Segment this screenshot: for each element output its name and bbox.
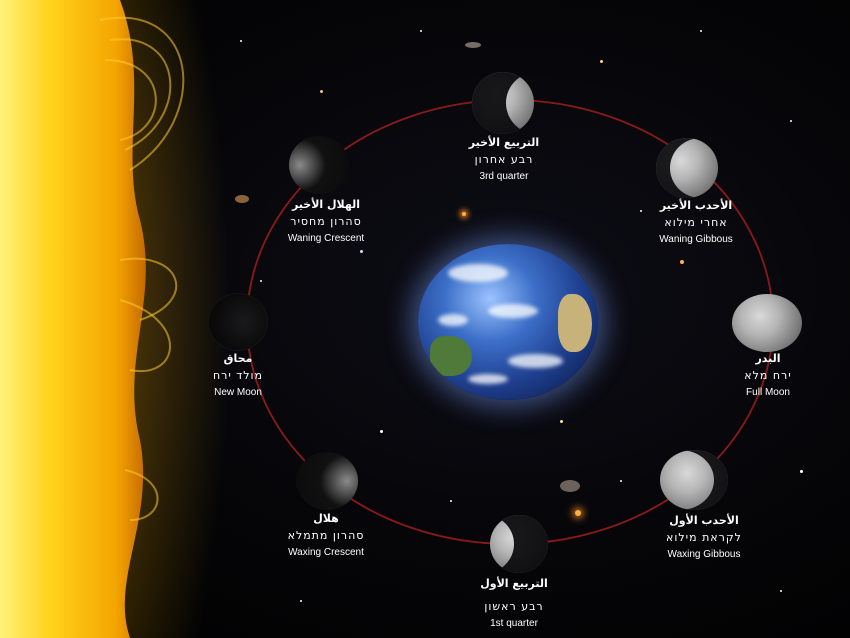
label-waning-crescent: الهلال الأخير סהרון מחסיר Waning Crescen…: [256, 196, 396, 247]
label-english: 3rd quarter: [479, 171, 529, 182]
moon-waning-gibbous: [656, 138, 718, 198]
label-hebrew: סהרון מתמלא: [287, 529, 365, 542]
moon-waning-crescent: [289, 136, 349, 194]
label-english: Full Moon: [746, 387, 790, 398]
label-waning-gibbous: الأحدب الأخير אחרי מילוא Waning Gibbous: [626, 197, 766, 248]
label-english: Waning Crescent: [287, 233, 365, 244]
label-arabic: هلال: [313, 512, 339, 525]
label-arabic: البدر: [755, 352, 781, 365]
label-waxing-crescent: هلال סהרון מתמלא Waxing Crescent: [256, 510, 396, 561]
cloud: [438, 314, 468, 326]
moon-new: [208, 293, 268, 351]
galaxy: [465, 42, 481, 48]
cloud: [508, 354, 563, 368]
label-arabic: الأحدب الأخير: [659, 199, 733, 212]
star: [700, 30, 702, 32]
moon-waxing-gibbous: [660, 450, 728, 510]
star: [462, 212, 466, 216]
star: [640, 210, 642, 212]
star: [260, 280, 262, 282]
label-hebrew: אחרי מילוא: [664, 216, 728, 229]
africa-landmass: [558, 294, 592, 352]
label-hebrew: ירח מלא: [744, 369, 792, 382]
label-arabic: محاق: [223, 352, 253, 365]
label-new-moon: محاق מולד ירח New Moon: [168, 350, 308, 401]
label-english: Waxing Gibbous: [667, 549, 741, 560]
label-waxing-gibbous: الأحدب الأول לקראת מילוא Waxing Gibbous: [634, 512, 774, 563]
galaxy: [235, 195, 249, 203]
label-hebrew: מולד ירח: [212, 369, 264, 382]
cloud: [468, 374, 508, 384]
label-arabic: الهلال الأخير: [291, 198, 361, 211]
moon-full: [732, 294, 802, 352]
moon-first-quarter: [490, 515, 548, 573]
label-english: Waxing Crescent: [288, 547, 364, 558]
star: [380, 430, 383, 433]
star: [320, 90, 323, 93]
moon-third-quarter: [472, 72, 534, 134]
star: [420, 30, 422, 32]
star: [450, 500, 452, 502]
star: [240, 40, 242, 42]
earth: [418, 244, 598, 400]
label-arabic: التربيع الأخير: [468, 136, 540, 149]
star: [575, 510, 581, 516]
star: [600, 60, 603, 63]
label-hebrew: רבע אחרון: [474, 153, 534, 166]
label-arabic: التربيع الأول: [480, 577, 548, 590]
cloud: [488, 304, 538, 318]
star: [560, 420, 563, 423]
americas-landmass: [430, 336, 472, 376]
star: [620, 480, 622, 482]
label-arabic: الأحدب الأول: [669, 514, 739, 527]
label-english: New Moon: [214, 387, 262, 398]
label-full-moon: البدر ירח מלא Full Moon: [698, 350, 838, 401]
label-hebrew: סהרון מחסיר: [290, 215, 362, 228]
label-hebrew: רבע ראשון: [484, 600, 544, 613]
star: [300, 600, 302, 602]
galaxy: [560, 480, 580, 492]
star: [680, 260, 684, 264]
label-english: Waning Gibbous: [659, 234, 733, 245]
star: [780, 590, 782, 592]
label-english: 1st quarter: [490, 618, 538, 629]
label-hebrew: לקראת מילוא: [666, 531, 742, 544]
star: [800, 470, 803, 473]
star: [360, 250, 363, 253]
cloud: [448, 264, 508, 282]
star: [790, 120, 792, 122]
label-first-quarter: التربيع الأول רבע ראשון 1st quarter: [444, 575, 584, 632]
moon-waxing-crescent: [296, 452, 358, 510]
label-third-quarter: التربيع الأخير רבע אחרון 3rd quarter: [434, 134, 574, 185]
